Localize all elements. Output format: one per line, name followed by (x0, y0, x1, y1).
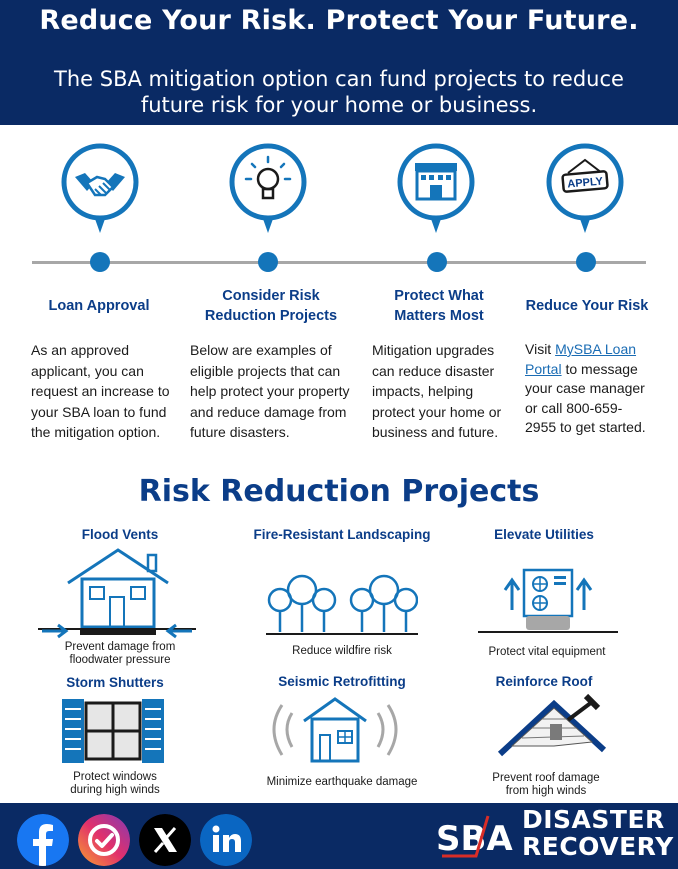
handshake-icon (61, 143, 139, 233)
elevated-hvac-icon (478, 568, 618, 633)
disaster-recovery-wordmark: DISASTER RECOVERY (522, 805, 674, 861)
brand-line-2: RECOVERY (522, 832, 674, 861)
brand-line-1: DISASTER (522, 805, 665, 834)
project-caption-seismic: Minimize earthquake damage (266, 776, 418, 788)
project-title-flood-vents: Flood Vents (81, 527, 159, 542)
step-title-protect: Protect What Matters Most (394, 288, 484, 324)
project-title-reinforce-roof: Reinforce Roof (495, 674, 593, 689)
apply-sign-icon: APPLY (546, 143, 624, 233)
facebook-icon[interactable] (17, 814, 69, 866)
step-text-suffix: to message your case manager or call 800… (525, 360, 646, 436)
linkedin-icon[interactable] (200, 814, 252, 866)
timeline-dot (427, 252, 447, 272)
sba-logo: SBA (436, 815, 513, 859)
page-title: Reduce Your Risk. Protect Your Future. (39, 5, 639, 36)
flood-vent-house-icon (38, 548, 196, 639)
project-title-elevate-utilities: Elevate Utilities (494, 527, 594, 542)
step-text-consider-projects: Below are examples of eligible projects … (190, 342, 350, 440)
project-title-fire-landscaping: Fire-Resistant Landscaping (253, 527, 431, 542)
project-caption-elevate-utilities: Protect vital equipment (488, 646, 606, 658)
timeline-line (32, 261, 646, 264)
building-icon (397, 143, 475, 233)
timeline-dot (258, 252, 278, 272)
projects-section-title: Risk Reduction Projects (138, 474, 540, 509)
x-icon[interactable] (139, 814, 191, 866)
project-caption-fire-landscaping: Reduce wildfire risk (292, 645, 392, 657)
step-title-loan-approval: Loan Approval (48, 298, 150, 314)
step-text-loan-approval: As an approved applicant, you can reques… (31, 342, 170, 440)
project-title-seismic: Seismic Retrofitting (278, 674, 406, 689)
project-caption-flood-vents: Prevent damage from floodwater pressure (64, 641, 176, 666)
shutters-icon (62, 699, 164, 763)
step-text-prefix: Visit (525, 341, 556, 357)
project-caption-reinforce-roof: Prevent roof damage from high winds (492, 772, 600, 797)
step-title-reduce-risk: Reduce Your Risk (525, 298, 649, 314)
sba-logo-text: SBA (436, 819, 513, 859)
header-banner: Reduce Your Risk. Protect Your Future. T… (0, 0, 678, 125)
timeline-dot (576, 252, 596, 272)
trees-icon (266, 574, 418, 635)
step-text-reduce-risk: Visit MySBA Loan Portal to message your … (525, 340, 653, 438)
instagram-icon[interactable] (78, 814, 130, 866)
timeline-dot (90, 252, 110, 272)
step-title-consider-projects: Consider Risk Reduction Projects (204, 288, 338, 324)
project-title-storm-shutters: Storm Shutters (66, 675, 164, 690)
mysba-loan-portal-link[interactable]: MySBA Loan Portal (525, 341, 637, 377)
shaking-house-icon (272, 697, 398, 763)
project-caption-storm-shutters: Protect windows during high winds (70, 771, 160, 796)
step-text-protect: Mitigation upgrades can reduce disaster … (372, 342, 502, 440)
lightbulb-icon (229, 143, 307, 233)
page-subtitle: The SBA mitigation option can fund proje… (54, 67, 624, 117)
roof-hammer-icon (497, 693, 607, 757)
apply-sign-text: APPLY (567, 175, 604, 190)
